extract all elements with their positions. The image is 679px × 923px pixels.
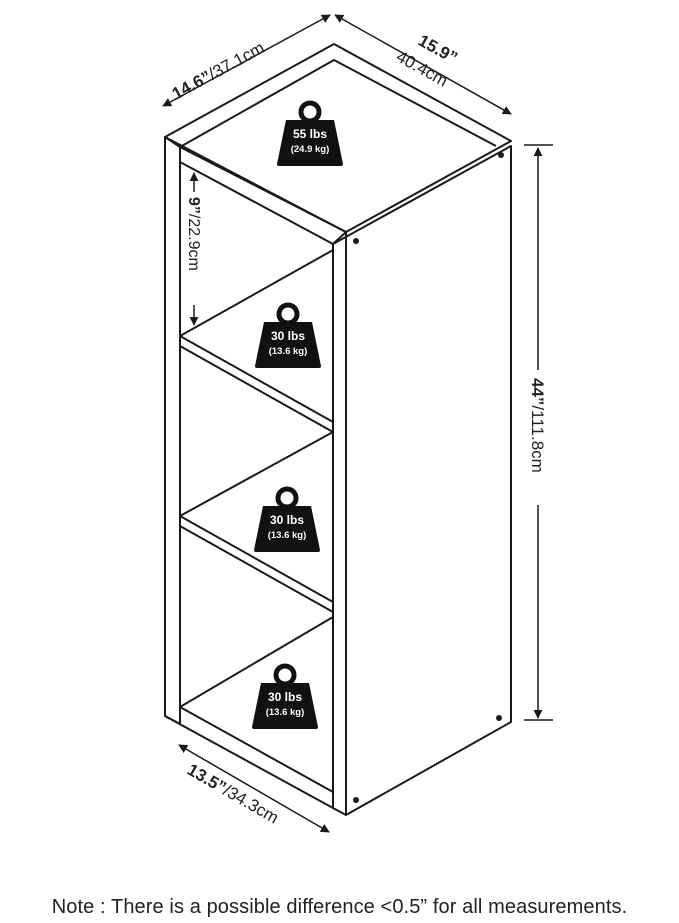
weight-top-label: 55 lbs [293,127,327,141]
top-panel-back-edge [179,59,497,148]
dimension-lines [162,14,553,833]
left-panel [164,136,181,725]
weight-icon-shelf-1: 30 lbs (13.6 kg) [255,302,321,368]
svg-text:14.6”/37.1cm: 14.6”/37.1cm [169,38,268,103]
shelf-unit [164,43,512,816]
dim-depth-top-metric: /37.1cm [205,38,267,84]
svg-text:9”/22.9cm: 9”/22.9cm [185,197,202,271]
dim-label-height: 44”/111.8cm [528,378,547,473]
svg-text:13.5”/34.3cm: 13.5”/34.3cm [184,760,282,827]
shelf-1 [179,249,334,433]
right-panel [332,145,512,816]
screw-holes [353,152,504,803]
dim-label-depth-top: 14.6”/37.1cm [169,38,268,103]
dim-depth-bottom-metric: /34.3cm [220,781,282,828]
top-panel-inner-edge [179,146,347,245]
dim-height-metric: /111.8cm [528,405,547,472]
weight-shelf-1-label: 30 lbs [271,329,305,343]
weight-shelf-3-sub: (13.6 kg) [266,707,305,718]
weight-icon-shelf-3: 30 lbs (13.6 kg) [252,663,318,729]
dim-cube-height-inches: 9” [185,197,202,214]
shelf-2 [179,431,334,613]
weight-shelf-2-sub: (13.6 kg) [268,530,307,541]
weight-top-sub: (24.9 kg) [291,144,330,155]
weight-shelf-2-label: 30 lbs [270,513,304,527]
weight-shelf-3-label: 30 lbs [268,690,302,704]
dim-height-inches: 44” [528,378,547,405]
measurement-note: Note : There is a possible difference <0… [51,896,628,918]
dim-cube-height-metric: /22.9cm [185,214,202,271]
bottom-back-edge [179,616,334,708]
right-panel-front-edge [332,231,347,815]
svg-text:44”/111.8cm: 44”/111.8cm [528,378,547,473]
weight-shelf-1-sub: (13.6 kg) [269,346,308,357]
dim-label-cube-height: 9”/22.9cm [185,197,202,271]
dim-label-depth-bottom: 13.5”/34.3cm [184,760,282,827]
weight-icon-top: 55 lbs (24.9 kg) [277,100,343,166]
weight-icon-shelf-2: 30 lbs (13.6 kg) [254,486,320,552]
